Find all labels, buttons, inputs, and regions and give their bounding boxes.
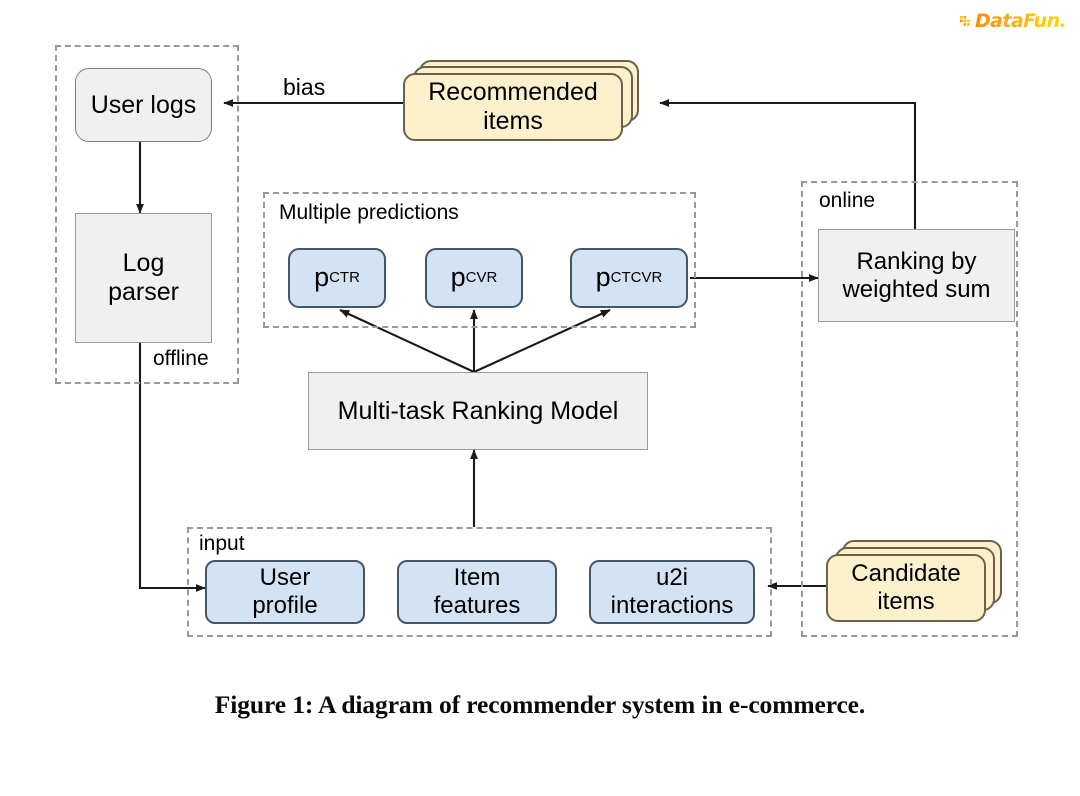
group-input xyxy=(187,527,772,637)
logo-wordmark: DataFun. xyxy=(975,10,1067,32)
node-ranking-by-weighted-sum[interactable]: Ranking by weighted sum xyxy=(818,229,1015,322)
node-user-profile[interactable]: User profile xyxy=(205,560,365,624)
group-input-label: input xyxy=(196,532,248,556)
figure-caption: Figure 1: A diagram of recommender syste… xyxy=(214,690,866,719)
recommended-items-sheet-front: Recommended items xyxy=(403,73,623,141)
group-offline-label: offline xyxy=(150,347,212,371)
group-multiple-predictions-label: Multiple predictions xyxy=(276,201,462,225)
node-p-cvr-subscript: CVR xyxy=(465,269,498,287)
node-user-logs[interactable]: User logs xyxy=(75,68,212,142)
group-online-label: online xyxy=(816,189,879,213)
group-multiple-predictions xyxy=(263,192,696,328)
node-p-ctcvr-subscript: CTCVR xyxy=(610,269,663,287)
candidate-items-sheet-front: Candidate items xyxy=(826,554,986,622)
group-offline xyxy=(55,45,239,384)
group-online xyxy=(801,181,1018,637)
node-p-ctr-base: p xyxy=(314,262,330,293)
node-p-ctcvr-base: p xyxy=(595,262,611,293)
node-multi-task-ranking-model[interactable]: Multi-task Ranking Model xyxy=(308,372,648,450)
node-p-ctr-subscript: CTR xyxy=(329,269,360,287)
node-u2i-interactions[interactable]: u2i interactions xyxy=(589,560,755,624)
node-item-features[interactable]: Item features xyxy=(397,560,557,624)
node-candidate-items[interactable]: Candidate items xyxy=(826,540,1011,628)
datafun-logo: DataFun. xyxy=(960,8,1072,34)
node-recommended-items[interactable]: Recommended items xyxy=(403,60,643,146)
node-log-parser[interactable]: Log parser xyxy=(75,213,212,343)
logo-dots-icon xyxy=(960,16,970,26)
node-p-cvr-base: p xyxy=(450,262,466,293)
edge-label-bias: bias xyxy=(283,74,326,100)
